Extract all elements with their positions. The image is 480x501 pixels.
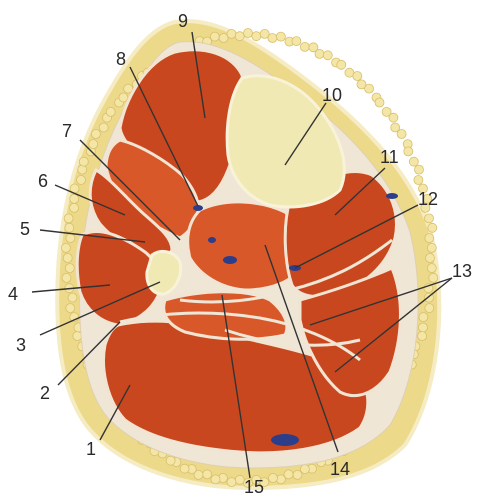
label-14: 14 [330,460,350,478]
fat-lobule-dot [419,313,428,322]
fat-lobule-dot [235,32,244,41]
label-4: 4 [8,285,18,303]
fat-lobule-dot [203,470,212,479]
fat-lobule-dot [65,223,74,232]
fat-lobule-dot [300,42,309,51]
fat-lobule-dot [426,254,435,263]
fat-lobule-dot [227,478,236,487]
fat-lobule-dot [244,29,253,38]
vessel-4 [271,434,299,446]
label-15: 15 [244,478,264,496]
fat-lobule-dot [79,157,88,166]
fat-lobule-dot [77,176,86,185]
label-13: 13 [452,262,472,280]
fat-lobule-dot [180,464,189,473]
fat-lobule-dot [119,93,128,102]
label-12: 12 [418,190,438,208]
fat-lobule-dot [68,293,77,302]
fat-lobule-dot [62,273,71,282]
label-5: 5 [20,220,30,238]
fat-lobule-dot [210,32,219,41]
fat-lobule-dot [292,37,301,46]
fat-lobule-dot [99,123,108,132]
fat-lobule-dot [375,98,384,107]
fat-lobule-dot [315,49,324,58]
fat-lobule-dot [418,332,427,341]
label-10: 10 [322,86,342,104]
fat-lobule-dot [65,264,74,273]
fat-lobule-dot [427,243,436,252]
fat-lobule-dot [300,465,309,474]
fat-lobule-dot [337,60,346,69]
fat-lobule-dot [409,157,418,166]
fat-lobule-dot [63,254,72,263]
fat-lobule-dot [78,165,87,174]
fat-lobule-dot [419,323,428,332]
fat-lobule-dot [404,147,413,156]
label-6: 6 [38,172,48,190]
fat-lobule-dot [425,234,434,243]
fat-lobule-dot [66,234,75,243]
fat-lobule-dot [106,107,115,116]
label-3: 3 [16,336,26,354]
fat-lobule-dot [276,475,285,484]
fat-lobule-dot [70,203,79,212]
fat-lobule-dot [227,29,236,38]
fat-lobule-dot [211,475,220,484]
fat-lobule-dot [70,194,79,203]
fat-lobule-dot [353,72,362,81]
label-1: 1 [86,440,96,458]
fat-lobule-dot [64,214,73,223]
fat-lobule-dot [89,140,98,149]
label-11: 11 [380,148,399,166]
label-2: 2 [40,384,50,402]
fat-lobule-dot [428,223,437,232]
fat-lobule-dot [61,243,70,252]
fat-lobule-dot [429,273,438,282]
fat-lobule-dot [414,176,423,185]
label-8: 8 [116,50,126,68]
fat-lobule-dot [365,84,374,93]
fat-lobule-dot [166,456,175,465]
fat-lobule-dot [276,32,285,41]
fat-lobule-dot [323,51,332,60]
fat-lobule-dot [124,84,133,93]
fat-lobule-dot [269,474,278,483]
fat-lobule-dot [235,475,244,484]
fat-lobule-dot [415,165,424,174]
fat-lobule-dot [425,304,434,313]
fat-lobule-dot [397,130,406,139]
vessel-6 [386,193,398,199]
vessel-2 [208,237,216,243]
fat-lobule-dot [427,264,436,273]
fat-lobule-dot [252,32,261,41]
label-7: 7 [62,122,72,140]
fat-lobule-dot [293,470,302,479]
label-9: 9 [178,12,188,30]
vessel-1 [223,256,237,264]
fat-lobule-dot [268,34,277,43]
fat-lobule-dot [389,113,398,122]
fat-lobule-dot [66,304,75,313]
fat-lobule-dot [425,214,434,223]
fat-lobule-dot [91,130,100,139]
